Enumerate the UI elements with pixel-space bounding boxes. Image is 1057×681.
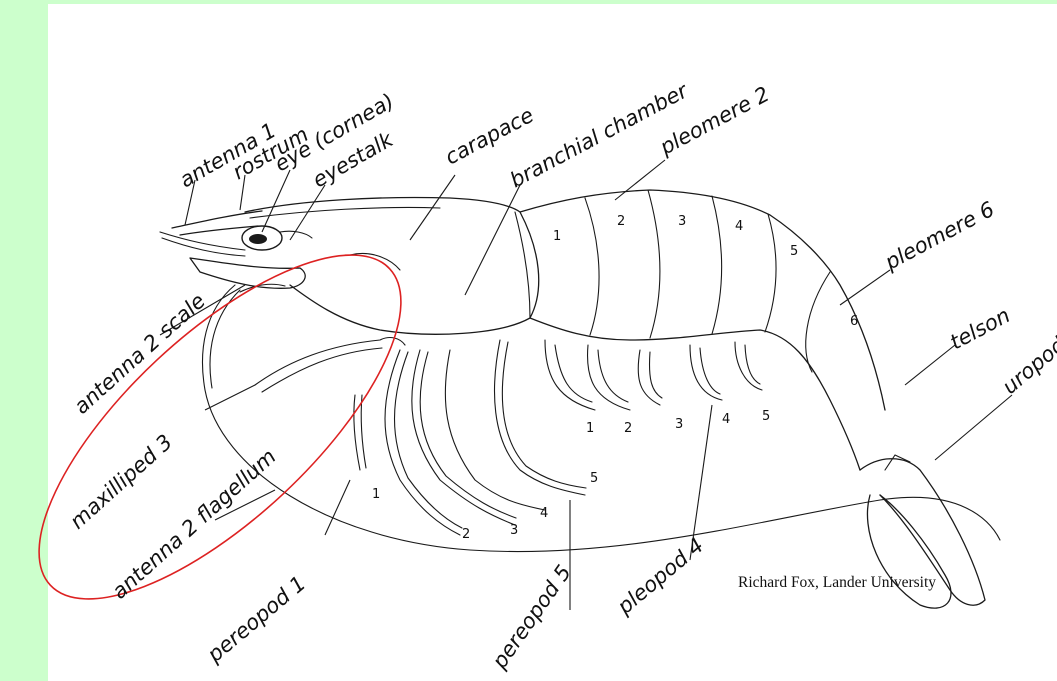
- label-pleomere6: pleomere 6: [880, 197, 998, 275]
- label-pereopod5: pereopod 5: [487, 561, 576, 674]
- segment-number-6: 6: [850, 314, 858, 329]
- pleopod-number-1: 1: [586, 421, 594, 436]
- pleopod-number-2: 2: [624, 421, 632, 436]
- pleopod-number-4: 4: [722, 412, 730, 427]
- credit-text: Richard Fox, Lander University: [738, 574, 936, 591]
- antenna2-scale-drawing: [190, 258, 305, 288]
- pleopods-drawing: [545, 340, 762, 410]
- label-pleopod4: pleopod 4: [612, 533, 708, 619]
- segment-number-5: 5: [790, 244, 798, 259]
- label-antenna2-scale: antenna 2 scale: [69, 289, 210, 419]
- label-carapace: carapace: [441, 103, 538, 170]
- antenna2-flagellum-drawing: [203, 285, 1000, 552]
- label-uropod: uropod: [998, 332, 1057, 399]
- pereopod-number-4: 4: [540, 506, 548, 521]
- pereopods-drawing: [354, 340, 586, 535]
- uropod-drawing: [867, 495, 951, 608]
- pereopod-number-2: 2: [462, 527, 470, 542]
- label-telson: telson: [946, 303, 1014, 354]
- segment-number-4: 4: [735, 219, 743, 234]
- label-pereopod1: pereopod 1: [202, 571, 310, 667]
- pereopod-number-1: 1: [372, 487, 380, 502]
- segment-number-3: 3: [678, 214, 686, 229]
- pleopod-number-3: 3: [675, 417, 683, 432]
- segment-number-1: 1: [553, 229, 561, 244]
- abdomen-drawing: [520, 190, 885, 470]
- pleopod-number-5: 5: [762, 409, 770, 424]
- maxilliped-highlight-ellipse: [0, 201, 452, 652]
- leader-lines: [160, 160, 1012, 610]
- pereopod-number-5: 5: [590, 471, 598, 486]
- pereopod-number-3: 3: [510, 523, 518, 538]
- segment-number-2: 2: [617, 214, 625, 229]
- carapace-drawing: [245, 198, 539, 335]
- antenna1-drawing: [160, 232, 245, 256]
